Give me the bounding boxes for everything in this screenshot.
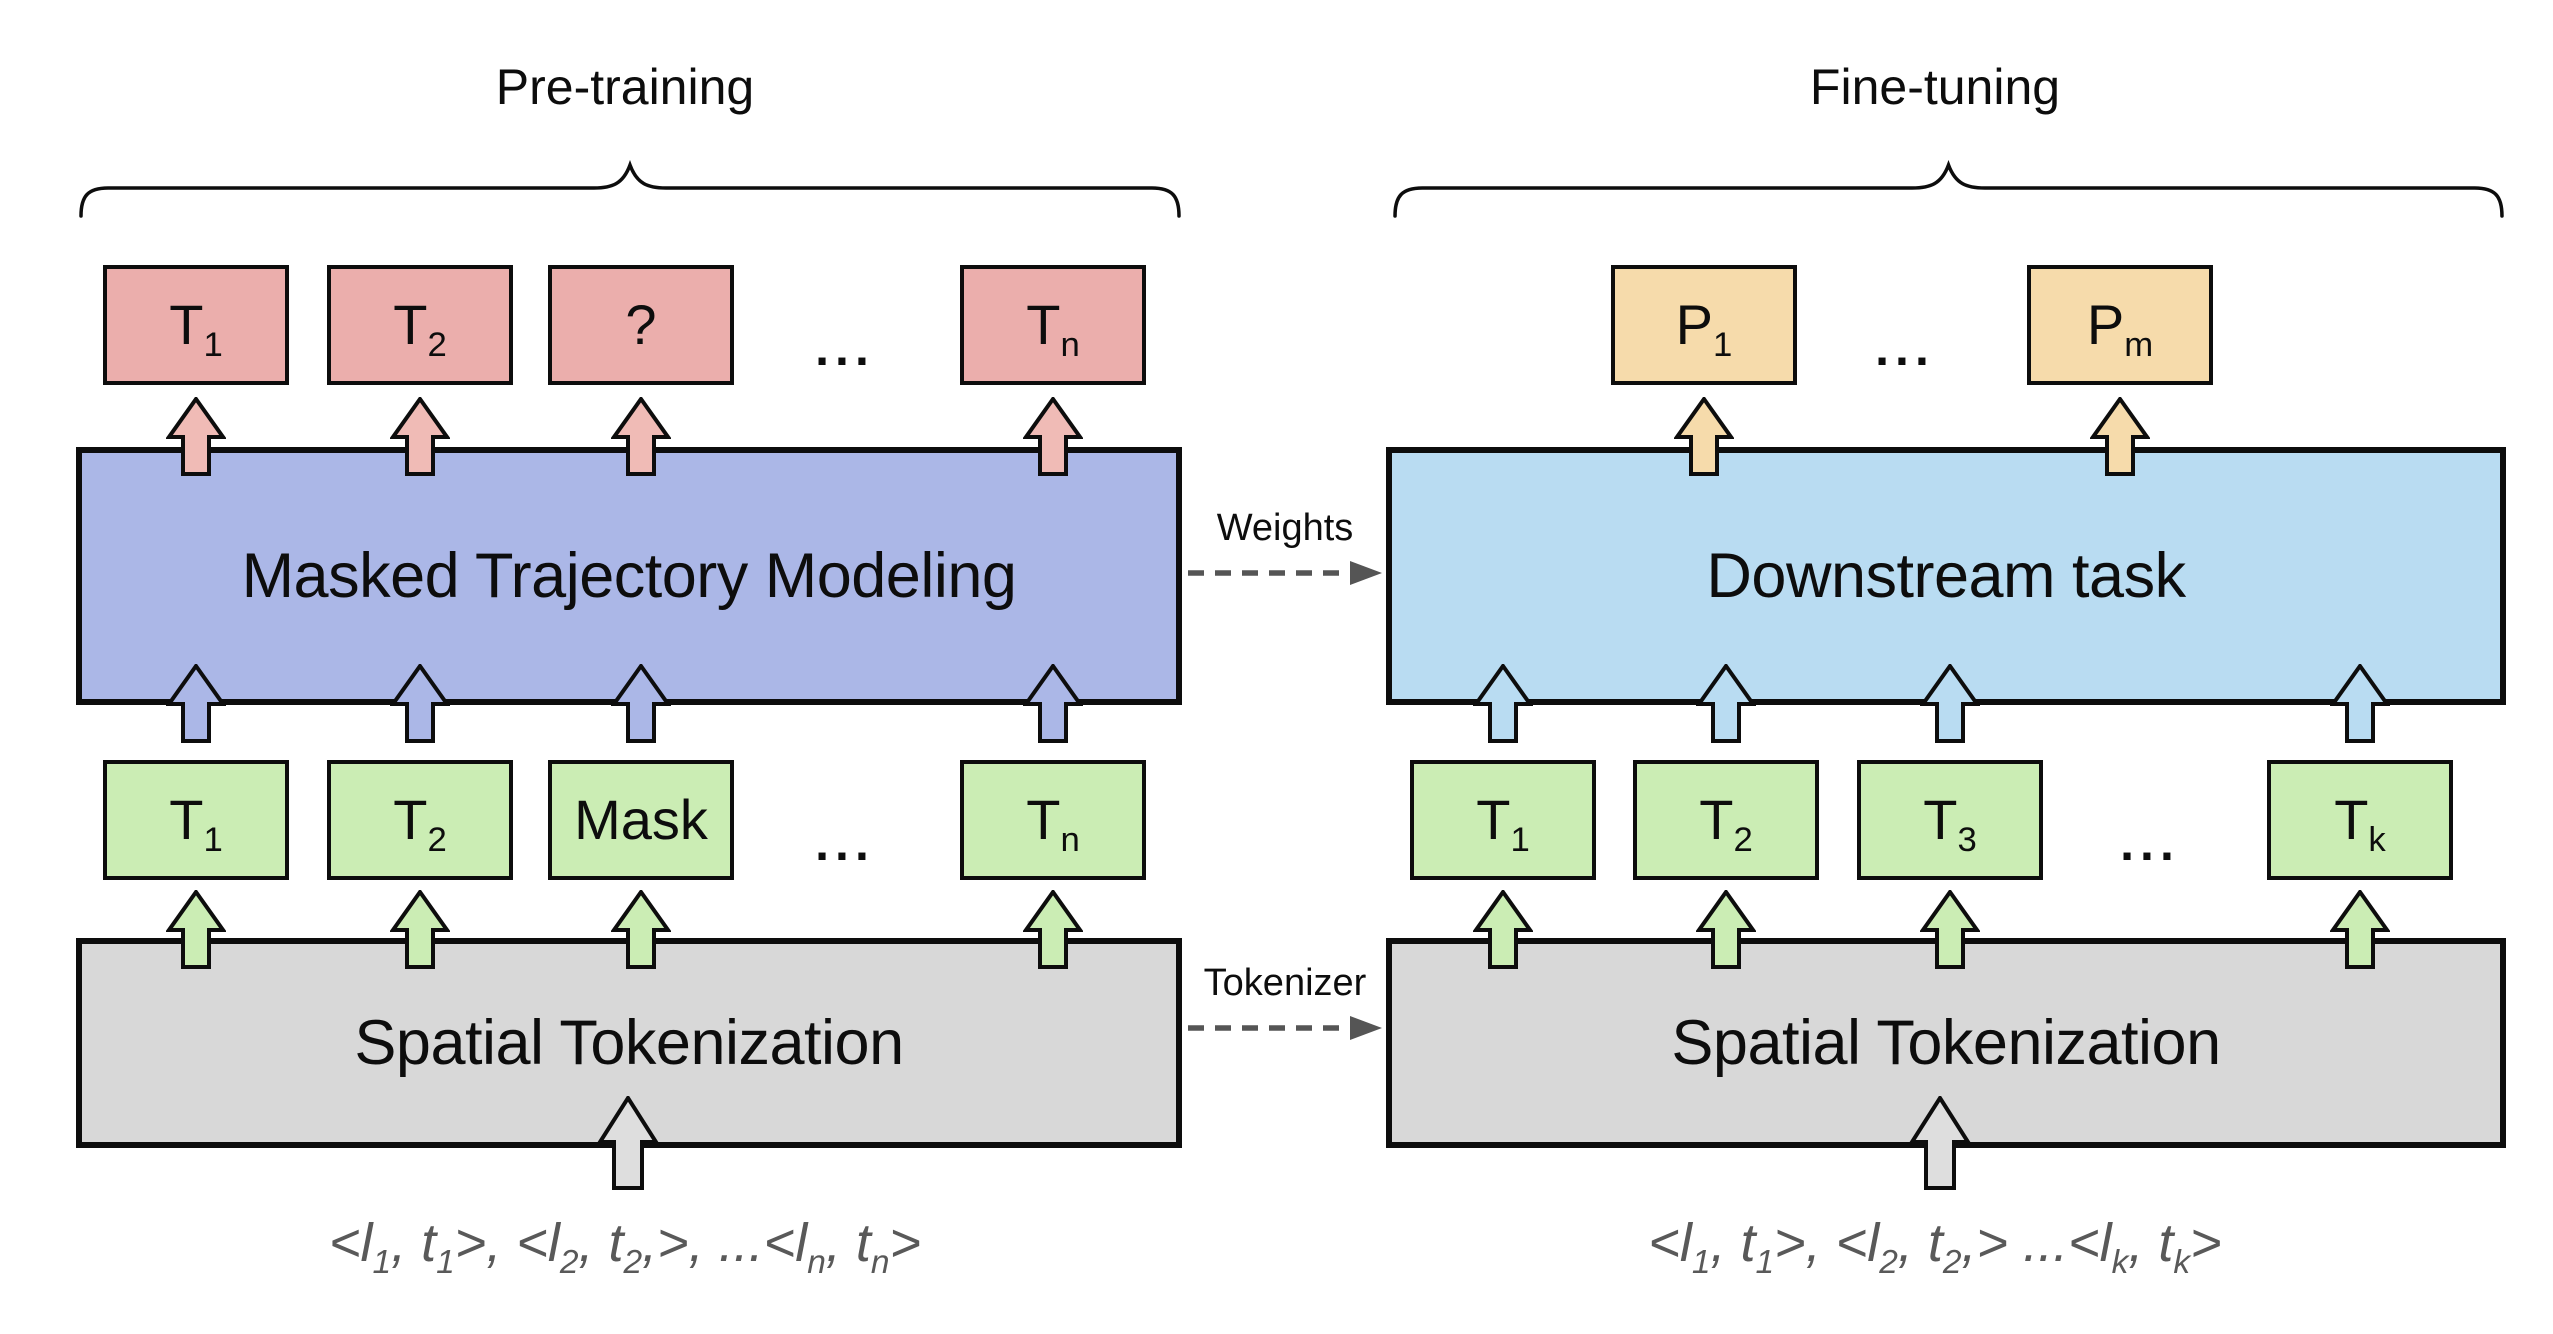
model-label: Masked Trajectory Modeling <box>241 540 1017 611</box>
input-sequence-text: <l1, t1>, <l2, t2,>, ...<ln, tn> <box>328 1213 922 1281</box>
predicted-token-box: Tn <box>960 265 1146 385</box>
up-arrow-icon <box>611 890 671 969</box>
up-arrow-icon <box>1674 397 1734 476</box>
up-arrow-icon <box>390 397 450 476</box>
input-token-label: T2 <box>1699 788 1753 860</box>
up-arrow-icon <box>1920 890 1980 969</box>
up-arrow-icon <box>611 397 671 476</box>
up-arrow-icon <box>1023 664 1083 743</box>
downstream-task-box: Downstream task <box>1386 447 2506 705</box>
predicted-token-label: T2 <box>393 293 447 365</box>
input-token-label: T2 <box>393 788 447 860</box>
up-arrow-icon <box>2090 397 2150 476</box>
input-token-box: T3 <box>1857 760 2043 880</box>
finetuning-brace-icon <box>1393 160 2504 218</box>
masked-trajectory-modeling-box: Masked Trajectory Modeling <box>76 447 1182 705</box>
tokenizer-transfer-label: Tokenizer <box>1203 962 1367 1004</box>
finetuning-title: Fine-tuning <box>1809 59 2061 115</box>
weights-transfer-arrow-icon <box>1188 561 1382 585</box>
input-token-label: T3 <box>1923 788 1977 860</box>
up-arrow-icon <box>1023 890 1083 969</box>
up-arrow-icon <box>166 890 226 969</box>
ellipsis: ... <box>815 320 875 376</box>
input-sequence-text: <l1, t1>, <l2, t2,> ...<lk, tk> <box>1648 1213 2222 1281</box>
up-arrow-icon <box>166 397 226 476</box>
up-arrow-icon <box>2330 890 2390 969</box>
input-token-label: T1 <box>169 788 223 860</box>
up-arrow-icon <box>1696 890 1756 969</box>
ellipsis: ... <box>2120 815 2180 871</box>
up-arrow-icon <box>1909 1096 1971 1190</box>
up-arrow-icon <box>1920 664 1980 743</box>
spatial-tokenization-box: Spatial Tokenization <box>1386 938 2506 1148</box>
prediction-box: Pm <box>2027 265 2213 385</box>
up-arrow-icon <box>1473 664 1533 743</box>
pretraining-brace-icon <box>79 160 1181 218</box>
tokenizer-label: Spatial Tokenization <box>354 1007 904 1078</box>
up-arrow-icon <box>1023 397 1083 476</box>
up-arrow-icon <box>1473 890 1533 969</box>
ellipsis: ... <box>815 815 875 871</box>
predicted-token-label: ? <box>625 293 657 356</box>
input-token-box: T1 <box>103 760 289 880</box>
ellipsis: ... <box>1875 320 1935 376</box>
prediction-label: P1 <box>1675 293 1733 365</box>
input-token-box: Tn <box>960 760 1146 880</box>
predicted-token-box: ? <box>548 265 734 385</box>
pretraining-title: Pre-training <box>495 59 755 115</box>
up-arrow-icon <box>611 664 671 743</box>
predicted-token-label: T1 <box>169 293 223 365</box>
weights-transfer-label: Weights <box>1216 507 1354 549</box>
prediction-label: Pm <box>2086 293 2154 365</box>
up-arrow-icon <box>390 890 450 969</box>
input-token-label: Tn <box>1026 788 1080 860</box>
predicted-token-box: T2 <box>327 265 513 385</box>
tokenizer-label: Spatial Tokenization <box>1671 1007 2221 1078</box>
mask-token-label: Mask <box>574 788 708 851</box>
mask-token-box: Mask <box>548 760 734 880</box>
input-token-box: T2 <box>327 760 513 880</box>
downstream-task-label: Downstream task <box>1706 540 2186 611</box>
up-arrow-icon <box>597 1096 659 1190</box>
input-token-box: T1 <box>1410 760 1596 880</box>
tokenizer-transfer-arrow-icon <box>1188 1016 1382 1040</box>
predicted-token-label: Tn <box>1026 293 1080 365</box>
input-token-label: Tk <box>2334 788 2386 860</box>
up-arrow-icon <box>2330 664 2390 743</box>
up-arrow-icon <box>1696 664 1756 743</box>
input-token-box: Tk <box>2267 760 2453 880</box>
input-token-label: T1 <box>1476 788 1530 860</box>
input-token-box: T2 <box>1633 760 1819 880</box>
up-arrow-icon <box>390 664 450 743</box>
prediction-box: P1 <box>1611 265 1797 385</box>
up-arrow-icon <box>166 664 226 743</box>
predicted-token-box: T1 <box>103 265 289 385</box>
